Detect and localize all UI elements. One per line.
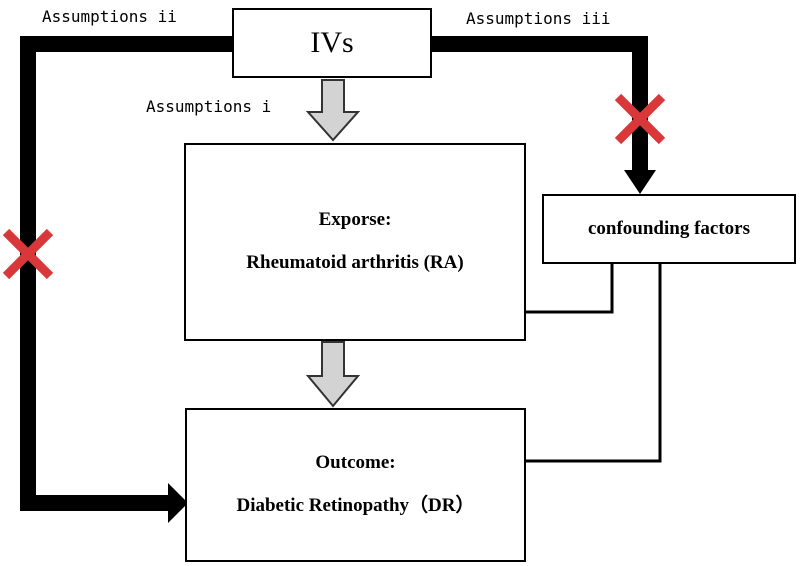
violation-cross-icon-right [614, 93, 666, 145]
confounder-outcome-link [526, 264, 662, 463]
outcome-heading: Outcome: [315, 452, 396, 474]
assumption-ii-label: Assumptions ii [42, 7, 177, 26]
assumption-iii-label: Assumptions iii [466, 9, 611, 28]
assumption-i-arrow [305, 79, 361, 142]
violation-cross-icon-left [2, 228, 54, 280]
exposure-outcome-arrow [305, 341, 361, 408]
assumption-i-label: Assumptions i [146, 97, 272, 116]
exposure-node: Exporse: Rheumatoid arthritis (RA) [184, 143, 526, 341]
assumption-iii-path [432, 36, 648, 175]
ivs-label: IVs [310, 26, 354, 59]
assumption-iii-arrowhead [624, 170, 656, 194]
confounder-exposure-link [526, 264, 614, 314]
exposure-name: Rheumatoid arthritis (RA) [246, 252, 464, 273]
assumption-ii-arrowhead [168, 483, 188, 523]
confounders-node: confounding factors [542, 194, 796, 264]
assumption-ii-path [20, 36, 232, 511]
ivs-node: IVs [232, 8, 432, 78]
outcome-name: Diabetic Retinopathy（DR） [236, 495, 475, 516]
outcome-node: Outcome: Diabetic Retinopathy（DR） [185, 408, 526, 562]
exposure-heading: Exporse: [318, 209, 392, 231]
confounders-label: confounding factors [587, 217, 751, 239]
